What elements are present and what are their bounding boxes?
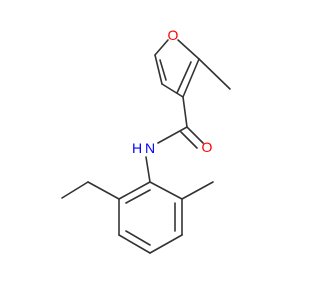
bond-o1-c2 — [177, 39, 200, 60]
molecule-diagram: O O N H — [61, 27, 231, 254]
amide-nitrogen-label: N — [145, 140, 155, 156]
bond-c5-c4-inner — [159, 59, 167, 81]
bond-b6-ethyl-ch2 — [87, 181, 120, 200]
structure-canvas: O O N H — [61, 27, 231, 254]
bond-carbonyl-o-double — [180, 131, 198, 149]
bond-carbonyl-o — [186, 126, 204, 144]
bond-b4-b5 — [118, 234, 151, 254]
bond-c3-carbonyl — [182, 96, 188, 128]
atom-labels: O O N H — [132, 27, 213, 156]
bond-c2-c3-inner — [176, 61, 192, 94]
carbonyl-oxygen-label: O — [202, 139, 213, 155]
bond-c5-o1 — [154, 39, 169, 56]
bond-c4-c5 — [154, 54, 163, 85]
bond-c2-c3 — [182, 58, 200, 98]
bond-b4-b5-inner — [125, 230, 151, 246]
bond-c2-methyl — [198, 58, 231, 90]
bond-b2-methyl — [181, 181, 214, 200]
bond-b3-b4 — [149, 234, 183, 254]
bond-ethyl-ch3 — [61, 181, 89, 199]
bond-b6-b1 — [118, 181, 151, 200]
bond-b6-b1-inner — [125, 189, 151, 204]
bond-c3-c4 — [161, 83, 184, 98]
bond-n-aryl — [145, 156, 151, 183]
bond-b1-b2 — [149, 181, 183, 200]
bond-carbonyl-n — [157, 126, 188, 144]
amide-hydrogen-label: H — [132, 140, 142, 156]
bonds — [61, 39, 231, 254]
furan-oxygen-label: O — [168, 27, 179, 43]
